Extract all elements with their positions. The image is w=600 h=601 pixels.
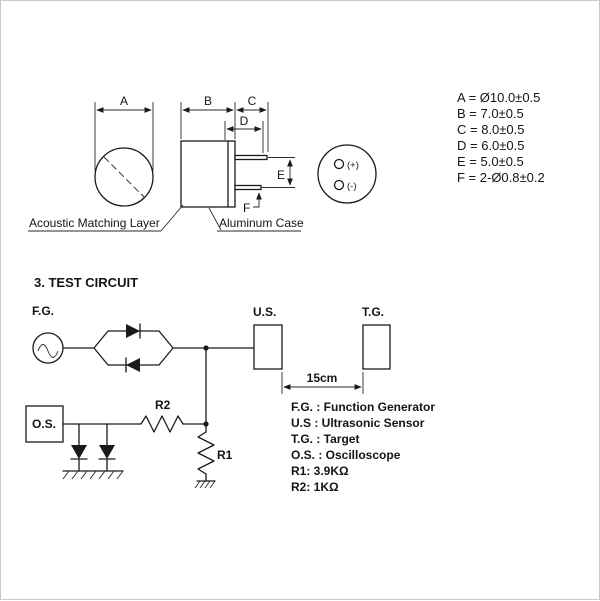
resistor-r2 <box>140 415 184 433</box>
ground-symbol-diodes <box>62 470 124 480</box>
minus-terminal-pin <box>333 179 345 191</box>
target-box <box>362 324 391 370</box>
legend-line: U.S : Ultrasonic Sensor <box>291 416 425 430</box>
sensor-rear-circle <box>317 144 377 204</box>
dim-b-label: B <box>204 94 212 108</box>
dimension-table: A = Ø10.0±0.5 B = 7.0±0.5 C = 8.0±0.5 D … <box>457 90 545 185</box>
legend-line: R1: 3.9KΩ <box>291 464 349 478</box>
front-view-drawing: A <box>94 94 154 207</box>
dim-c-label: C <box>248 94 257 108</box>
protection-diode-left <box>70 423 88 472</box>
tg-label: T.G. <box>362 305 384 319</box>
distance-label: 15cm <box>307 371 338 385</box>
legend-line: F.G. : Function Generator <box>291 400 435 414</box>
top-pin <box>234 154 268 161</box>
dim-table-row: E = 5.0±0.5 <box>457 154 524 169</box>
dim-table-row: A = Ø10.0±0.5 <box>457 90 540 105</box>
bottom-pin <box>234 184 262 191</box>
test-circuit-schematic: 3. TEST CIRCUIT F.G. U.S. T.G. 15cm <box>25 275 435 494</box>
sensor-front-circle <box>94 147 154 207</box>
minus-terminal-label: (-) <box>347 181 357 192</box>
section-title: 3. TEST CIRCUIT <box>34 275 138 290</box>
clipping-diode-top <box>126 323 141 339</box>
legend-line: R2: 1KΩ <box>291 480 339 494</box>
rear-view-drawing: (+) (-) <box>317 144 377 204</box>
case-leader-line <box>208 207 222 231</box>
us-label: U.S. <box>253 305 276 319</box>
dim-d-label: D <box>240 114 249 128</box>
dim-e-label: E <box>277 168 285 182</box>
dim-f-label: F <box>243 201 250 215</box>
legend-line: O.S. : Oscilloscope <box>291 448 401 462</box>
diode-pair-loop <box>93 330 174 366</box>
fg-label: F.G. <box>32 304 54 318</box>
plus-terminal-pin <box>333 158 345 170</box>
os-label: O.S. <box>32 417 56 431</box>
dim-table-row: B = 7.0±0.5 <box>457 106 524 121</box>
ground-symbol-r1 <box>194 480 216 489</box>
ultrasonic-sensor-box <box>253 324 283 370</box>
resistor-r1 <box>197 431 215 475</box>
dim-table-row: C = 8.0±0.5 <box>457 122 524 137</box>
acoustic-matching-layer-label: Acoustic Matching Layer <box>29 216 160 230</box>
plus-terminal-label: (+) <box>347 160 359 171</box>
dim-a-label: A <box>120 94 128 108</box>
sensor-case-body <box>180 140 236 208</box>
function-generator-symbol <box>32 332 64 364</box>
dim-table-row: F = 2-Ø0.8±0.2 <box>457 170 545 185</box>
protection-diode-right <box>98 423 116 472</box>
aluminum-case-label: Aluminum Case <box>219 216 304 230</box>
r1-label: R1 <box>217 448 233 462</box>
circuit-legend: F.G. : Function Generator U.S : Ultrason… <box>291 400 435 494</box>
r2-label: R2 <box>155 398 171 412</box>
sine-wave-icon <box>37 344 59 358</box>
side-view-drawing: B C D E F Acoustic Matching Layer Alumin… <box>28 94 304 232</box>
dim-f-leader <box>253 192 262 208</box>
oscilloscope-box <box>25 405 64 443</box>
center-line <box>103 156 145 198</box>
acoustic-leader-line <box>160 204 184 232</box>
legend-line: T.G. : Target <box>291 432 359 446</box>
clipping-diode-bottom <box>125 357 140 373</box>
dim-table-row: D = 6.0±0.5 <box>457 138 524 153</box>
